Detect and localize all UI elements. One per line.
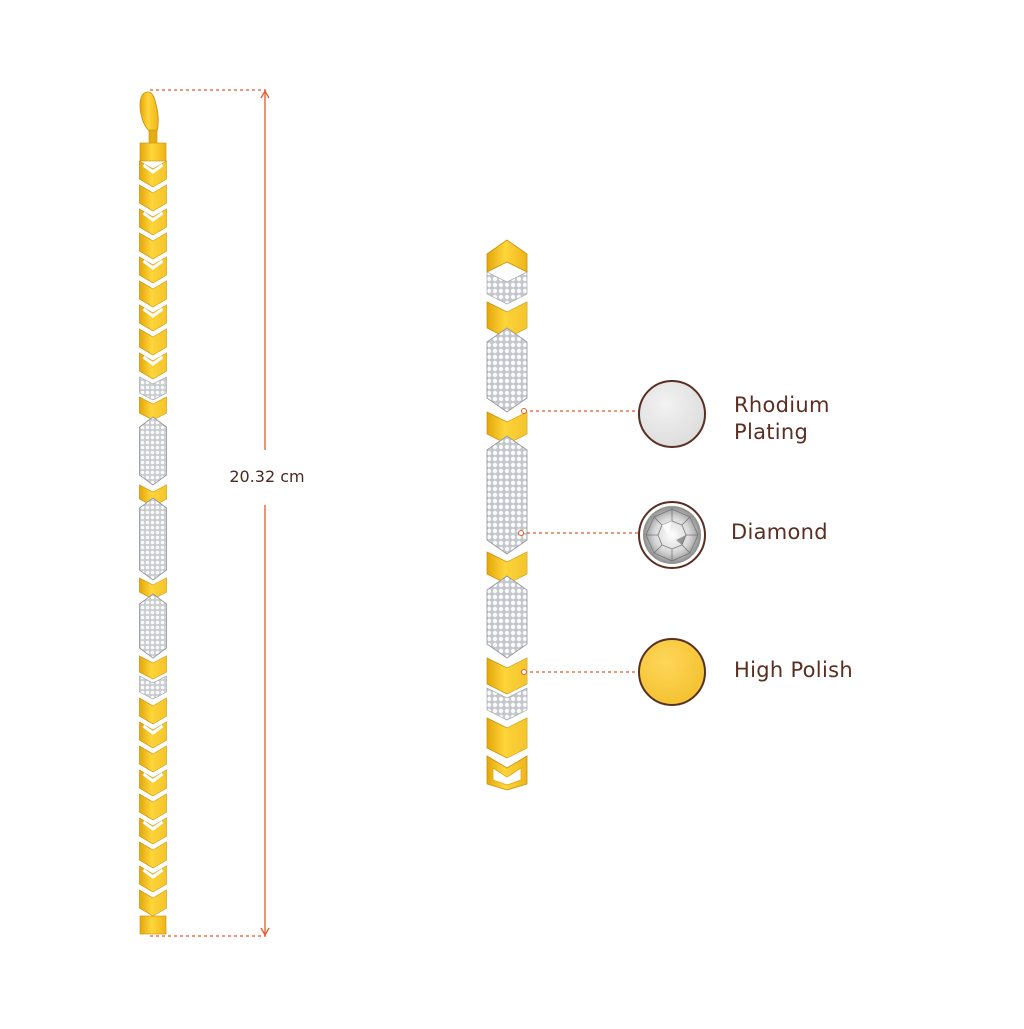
feature-label-rhodium: Rhodium Plating [734, 392, 830, 446]
rhodium-swatch-icon [638, 380, 706, 448]
pave-chevron-link [139, 675, 167, 700]
pave-bar-link [486, 435, 528, 555]
pave-bar-link [139, 593, 167, 659]
pave-bar-link [486, 575, 528, 659]
pave-chevron-link [139, 376, 167, 401]
pave-chevron-link [486, 271, 528, 305]
arrow-down-icon [260, 927, 270, 937]
feature-label-line: High Polish [734, 658, 853, 682]
dimension-indicator [150, 89, 270, 937]
white-chevron [142, 355, 164, 366]
white-chevron [142, 820, 164, 831]
white-chevron [142, 868, 164, 879]
arrow-up-icon [260, 89, 270, 99]
white-chevron [142, 307, 164, 318]
feature-label-line: Plating [734, 420, 809, 444]
pave-bar-link [486, 327, 528, 413]
white-chevron [142, 724, 164, 735]
white-chevron [142, 772, 164, 783]
white-chevron [142, 163, 164, 174]
lobster-clasp [139, 91, 159, 145]
feature-label-diamond: Diamond [731, 519, 828, 546]
pave-bar-link [139, 416, 167, 486]
callouts [518, 408, 640, 675]
gold-end-cap [486, 239, 528, 273]
feature-label-line: Rhodium [734, 393, 830, 417]
gold-swatch-icon [638, 638, 706, 706]
feature-label-line: Diamond [731, 520, 828, 544]
pave-chevron-link [486, 687, 528, 721]
length-measurement-label: 20.32 cm [222, 467, 312, 486]
feature-label-high-polish: High Polish [734, 657, 853, 684]
pave-bar-link [139, 497, 167, 581]
diamond-swatch-icon [638, 501, 706, 569]
white-chevron [142, 211, 164, 222]
white-chevron [142, 259, 164, 270]
bracelet-detail-view [486, 239, 528, 791]
bracelet-full-view [139, 91, 167, 935]
